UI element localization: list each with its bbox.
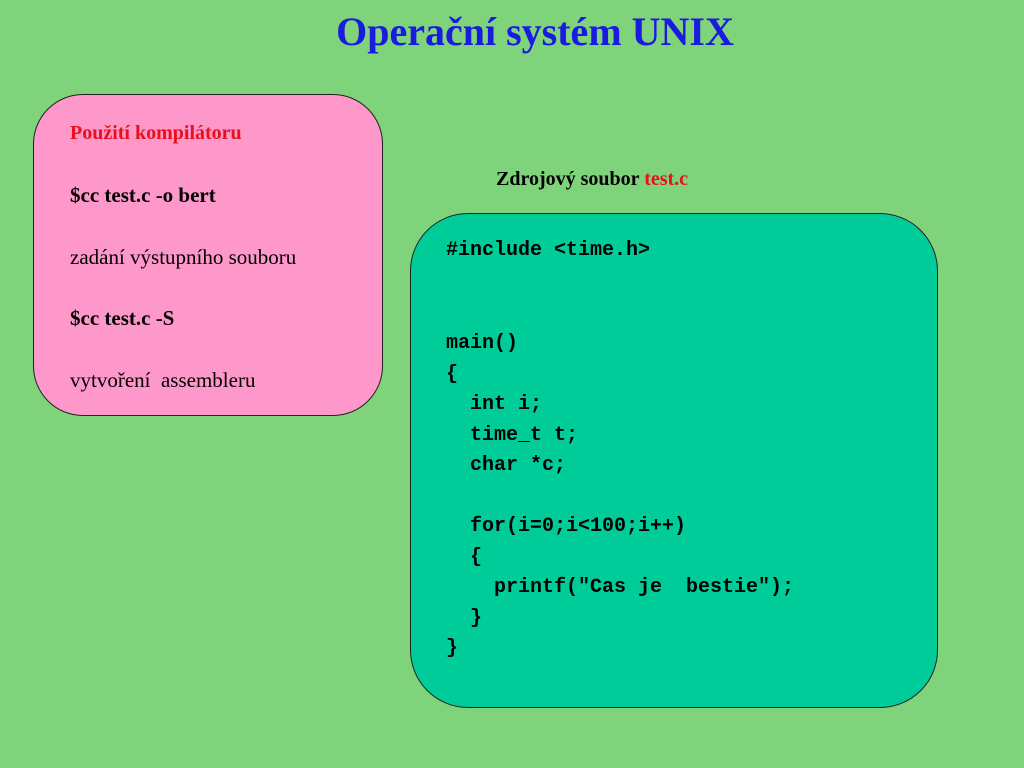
code-line: main() (446, 332, 519, 355)
compile-assembler-description: vytvoření assembleru (70, 368, 256, 392)
compile-assembler-command: $cc test.c -S (70, 306, 175, 330)
source-code-box: #include <time.h> main() { int i; time_t… (410, 213, 938, 708)
source-file-label: Zdrojový soubor test.c (496, 168, 688, 191)
code-line: { (446, 363, 459, 386)
compile-output-description: zadání výstupního souboru (70, 245, 297, 269)
slide-title: Operační systém UNIX (336, 9, 734, 54)
source-file-name: test.c (644, 168, 689, 190)
code-line: int i; (446, 393, 543, 416)
compile-output-command: $cc test.c -o bert (70, 183, 216, 207)
code-line: printf("Cas je bestie"); (446, 576, 795, 599)
code-line: for(i=0;i<100;i++) (446, 515, 687, 538)
compiler-usage-box: Použití kompilátoru $cc test.c -o bert z… (33, 94, 383, 416)
source-file-prefix: Zdrojový soubor (496, 168, 645, 190)
code-line: } (446, 637, 459, 660)
code-line: time_t t; (446, 424, 579, 447)
code-line: } (446, 607, 483, 630)
code-line: char *c; (446, 454, 567, 477)
code-line: { (446, 546, 483, 569)
compiler-heading: Použití kompilátoru (70, 122, 242, 144)
code-line: #include <time.h> (446, 239, 651, 262)
